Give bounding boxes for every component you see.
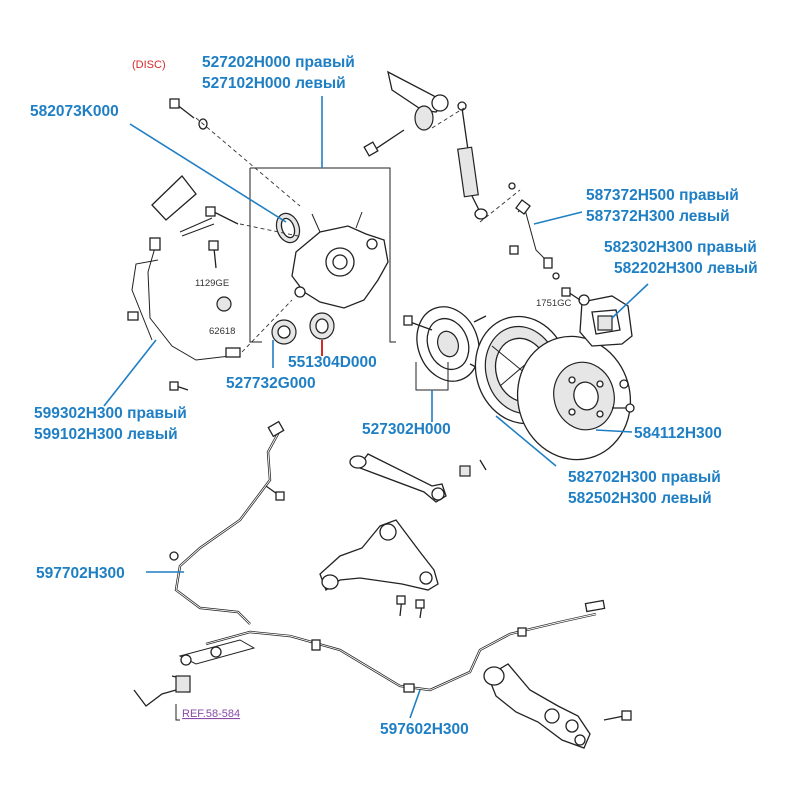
- leader-584112: [595, 429, 633, 433]
- caliper-bolt-1751gc-icon: [561, 287, 581, 301]
- leader-587372: [533, 211, 583, 225]
- knuckle-bushing-551304[interactable]: [309, 312, 335, 340]
- label-1751gc: 1751GC: [536, 298, 572, 309]
- label-582073[interactable]: 582073K000: [30, 103, 119, 120]
- brake-hose[interactable]: [509, 199, 560, 280]
- leader-597602: [409, 689, 421, 719]
- leader-599302: [103, 339, 157, 407]
- leader-582302: [611, 283, 649, 319]
- shock-absorber[interactable]: [457, 101, 488, 220]
- dust-seal-ring[interactable]: [273, 210, 304, 246]
- ref-bracket: [133, 675, 191, 707]
- label-587372-right[interactable]: 587372H500 правый: [586, 187, 739, 204]
- label-527732[interactable]: 527732G000: [226, 375, 316, 392]
- label-582202-left[interactable]: 582202H300 левый: [614, 260, 758, 277]
- label-582702-right[interactable]: 582702H300 правый: [568, 469, 721, 486]
- rear-brake-caliper[interactable]: [578, 294, 633, 347]
- disc-annotation: (DISC): [132, 59, 166, 71]
- leader-582702: [495, 415, 557, 467]
- bolt-icon: [205, 206, 239, 225]
- ref-leader: [175, 704, 180, 721]
- bolt-icon: [619, 379, 629, 389]
- knuckle-group-bracket: [250, 167, 396, 343]
- label-597702[interactable]: 597702H300: [36, 565, 125, 582]
- bolt-1129ge-icon: [208, 240, 219, 269]
- ref-link[interactable]: REF.58-584: [182, 708, 240, 720]
- label-582302-right[interactable]: 582302H300 правый: [604, 239, 757, 256]
- arm-bolt: [363, 129, 405, 157]
- lower-control-arm[interactable]: [319, 519, 439, 592]
- label-584112[interactable]: 584112H300: [634, 425, 722, 442]
- label-587372-left[interactable]: 587372H300 левый: [586, 208, 730, 225]
- abs-sensor-wire[interactable]: [127, 175, 241, 361]
- knuckle-bushing-527732[interactable]: [271, 319, 297, 345]
- label-527302[interactable]: 527302H000: [362, 421, 451, 438]
- label-582502-left[interactable]: 582502H300 левый: [568, 490, 712, 507]
- bolt-icon: [508, 182, 516, 190]
- label-599102-left[interactable]: 599102H300 левый: [34, 426, 178, 443]
- rear-knuckle[interactable]: [291, 211, 389, 309]
- bolt-icon: [396, 595, 425, 619]
- label-527102-left[interactable]: 527102H000 левый: [202, 75, 346, 92]
- hub-bearing-assembly[interactable]: [403, 298, 495, 390]
- label-1129ge: 1129GE: [195, 278, 229, 289]
- knuckle-group-bracket-left: [249, 168, 262, 343]
- nut-62618-icon: [216, 296, 232, 312]
- nut-icon: [459, 459, 487, 477]
- lateral-link[interactable]: [349, 453, 447, 503]
- label-597602[interactable]: 597602H300: [380, 721, 469, 738]
- disc-screw-icon: [612, 403, 635, 413]
- parking-brake-cable-right[interactable]: [169, 420, 285, 625]
- bolt-icon: [603, 710, 632, 721]
- label-62618: 62618: [209, 326, 235, 337]
- label-527202-right[interactable]: 527202H000 правый: [202, 54, 355, 71]
- parking-brake-cable-left[interactable]: [205, 599, 606, 693]
- bolt-icon: [169, 381, 189, 391]
- label-551304[interactable]: 551304D000: [288, 354, 377, 371]
- label-599302-right[interactable]: 599302H300 правый: [34, 405, 187, 422]
- upper-control-arm[interactable]: [387, 70, 449, 131]
- bolt-icon: [169, 98, 195, 119]
- rear-brake-disc[interactable]: [504, 324, 644, 473]
- rear-lower-arm[interactable]: [483, 663, 591, 749]
- cable-equalizer[interactable]: [178, 639, 256, 666]
- leader-582073: [129, 123, 287, 223]
